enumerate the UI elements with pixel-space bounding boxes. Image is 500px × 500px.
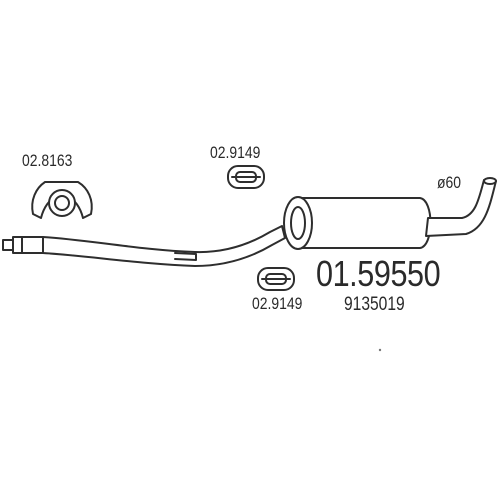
exhaust-pipe [42, 225, 286, 267]
label-hanger-part-number: 02.8163 [22, 151, 73, 170]
pipe-weld-mark [174, 252, 197, 261]
label-pipe-diameter: ø60 [437, 173, 462, 192]
label-top-clamp-part-number: 02.9149 [210, 143, 261, 162]
rubber-hanger-icon [31, 181, 93, 219]
label-oem-number: 9135019 [344, 294, 405, 315]
label-main-part-number: 01.59550 [316, 253, 441, 294]
exhaust-clamp-icon [257, 267, 295, 291]
pipe-inlet-end [2, 236, 44, 254]
stray-dot [378, 348, 382, 352]
label-bottom-clamp-part-number: 02.9149 [252, 294, 303, 313]
muffler [283, 196, 432, 250]
exhaust-clamp-icon [227, 165, 265, 189]
tail-pipe-outlet [483, 177, 497, 185]
